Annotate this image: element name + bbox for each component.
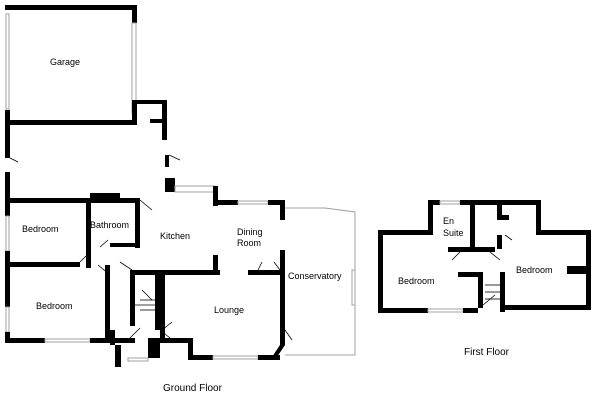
room-label-bedroom-left: Bedroom bbox=[398, 276, 435, 286]
ground-floor: Garage Bedroom Bathroom Kitchen Dining R… bbox=[5, 5, 356, 394]
bedroom-lower-walls bbox=[5, 262, 111, 343]
entrance-walls bbox=[110, 270, 171, 367]
room-label-conservatory: Conservatory bbox=[288, 271, 342, 281]
room-label-bathroom: Bathroom bbox=[90, 220, 129, 230]
room-label-dining-line2: Room bbox=[237, 238, 261, 248]
conservatory-walls bbox=[284, 207, 356, 356]
room-label-lounge: Lounge bbox=[214, 305, 244, 315]
room-label-en-suite-line2: Suite bbox=[443, 228, 464, 238]
first-floor-partitions bbox=[448, 205, 513, 312]
garage-walls bbox=[5, 5, 167, 140]
first-floor-caption: First Floor bbox=[464, 347, 510, 358]
ground-floor-caption: Ground Floor bbox=[163, 383, 223, 394]
first-floor-walls bbox=[378, 200, 591, 313]
room-label-garage: Garage bbox=[50, 57, 80, 67]
room-label-kitchen: Kitchen bbox=[160, 231, 190, 241]
room-label-dining-line1: Dining bbox=[237, 227, 263, 237]
room-label-bedroom-right: Bedroom bbox=[516, 265, 553, 275]
bathroom-walls bbox=[86, 193, 140, 268]
lounge-walls bbox=[160, 270, 285, 360]
room-label-bedroom-upper: Bedroom bbox=[22, 224, 59, 234]
hallway-walls bbox=[5, 125, 181, 200]
room-label-bedroom-lower: Bedroom bbox=[36, 301, 73, 311]
first-floor: En Suite Bedroom Bedroom First Floor bbox=[378, 200, 591, 358]
room-label-en-suite-line1: En bbox=[443, 216, 454, 226]
dining-room-walls bbox=[218, 200, 285, 330]
